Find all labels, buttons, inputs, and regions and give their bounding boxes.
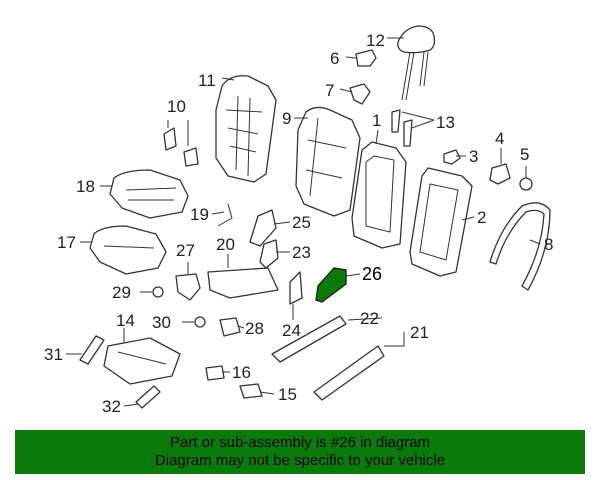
callout-21: 21 <box>410 323 429 342</box>
part-1-back-frame <box>351 141 407 249</box>
part-32-bracket <box>135 385 161 409</box>
callout-26: 26 <box>362 264 382 284</box>
callout-28: 28 <box>245 319 264 338</box>
banner-line-2: Diagram may not be specific to your vehi… <box>154 452 446 469</box>
parts-diagram: 12 6 7 11 10 9 1 13 3 4 5 18 19 25 2 8 1… <box>44 25 553 416</box>
callout-29: 29 <box>112 283 131 302</box>
callout-24: 24 <box>282 321 301 340</box>
part-30-clip <box>194 316 206 328</box>
part-15-clip <box>239 383 263 399</box>
callout-22: 22 <box>360 309 379 328</box>
callout-11: 11 <box>198 71 216 90</box>
part-14-frame <box>103 337 181 385</box>
part-13-pins <box>391 109 413 147</box>
part-23-bracket <box>259 239 279 269</box>
part-4-button <box>489 163 511 185</box>
callout-32: 32 <box>102 397 121 416</box>
part-16-clip <box>205 365 225 381</box>
part-2-back-panel <box>409 167 473 277</box>
callout-14: 14 <box>116 311 135 330</box>
part-27-guide <box>175 273 201 301</box>
callout-13: 13 <box>436 113 455 132</box>
part-31-bracket <box>79 335 105 365</box>
part-18-cushion-cover <box>109 169 189 219</box>
callout-31: 31 <box>44 345 63 364</box>
callout-9: 9 <box>282 109 291 128</box>
part-6-guide <box>355 49 377 67</box>
part-11-back-cover <box>215 75 277 183</box>
callout-30: 30 <box>152 313 171 332</box>
callout-15: 15 <box>278 385 297 404</box>
part-8-trim-strip <box>489 202 551 291</box>
callout-8: 8 <box>544 235 553 254</box>
callout-6: 6 <box>330 49 339 68</box>
callout-25: 25 <box>292 213 311 232</box>
callout-4: 4 <box>495 129 504 148</box>
callout-2: 2 <box>477 208 486 227</box>
callout-23: 23 <box>292 243 311 262</box>
part-17-cushion-foam <box>89 225 167 275</box>
callout-5: 5 <box>520 145 529 164</box>
part-10-clips <box>163 127 199 167</box>
part-24-cover <box>289 271 303 305</box>
part-29-clip <box>152 286 164 298</box>
part-7-guide <box>349 83 371 105</box>
callout-20: 20 <box>216 235 235 254</box>
part-25-bracket <box>249 209 277 247</box>
callout-7: 7 <box>325 81 334 100</box>
part-9-back-foam <box>295 106 361 217</box>
part-21-rail <box>313 345 385 401</box>
part-5-knob <box>519 177 533 191</box>
part-19-rod <box>217 203 233 227</box>
callout-17: 17 <box>57 233 76 252</box>
banner-line-1: Part or sub-assembly is #26 in diagram <box>169 434 431 451</box>
part-12-headrest <box>397 25 436 101</box>
callout-18: 18 <box>76 177 95 196</box>
part-20-pan <box>207 267 279 299</box>
leader-lines <box>66 37 541 407</box>
part-28-latch <box>219 317 241 337</box>
callout-12: 12 <box>366 31 385 50</box>
callout-16: 16 <box>232 363 251 382</box>
part-22-rail <box>271 315 347 363</box>
part-26-highlighted <box>315 267 347 303</box>
callout-3: 3 <box>469 147 478 166</box>
callout-10: 10 <box>167 97 186 116</box>
callout-27: 27 <box>176 241 195 260</box>
callout-19: 19 <box>190 205 209 224</box>
part-3-clip <box>443 149 461 165</box>
info-banner: Part or sub-assembly is #26 in diagram D… <box>15 430 585 474</box>
callout-1: 1 <box>372 111 381 130</box>
